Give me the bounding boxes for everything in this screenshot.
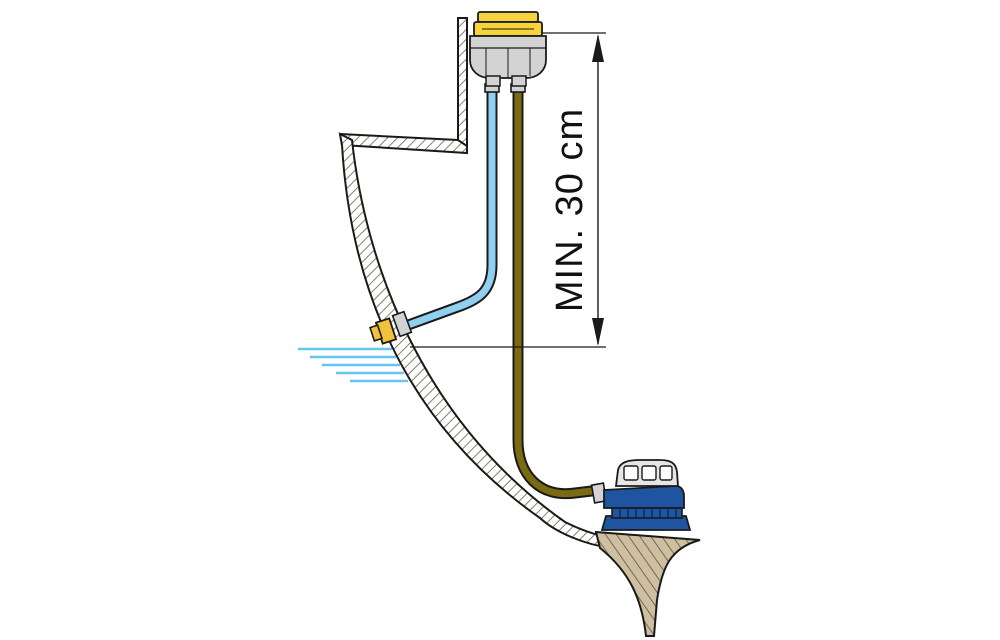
through-hull-fitting-icon	[369, 310, 413, 345]
cabin-floor	[338, 132, 468, 155]
keel	[594, 530, 701, 637]
intake-hose	[398, 88, 498, 334]
bulkhead-wall	[457, 17, 468, 147]
marine-toilet-icon	[469, 11, 547, 87]
bilge-pump-icon	[590, 459, 692, 531]
dimension-arrow-top	[592, 34, 604, 62]
dimension-label: MIN. 30 cm	[549, 108, 591, 312]
waterline	[298, 347, 408, 383]
dimension-arrow-bottom	[592, 318, 604, 346]
discharge-hose	[512, 88, 601, 500]
height-dimension: MIN. 30 cm	[410, 32, 606, 348]
